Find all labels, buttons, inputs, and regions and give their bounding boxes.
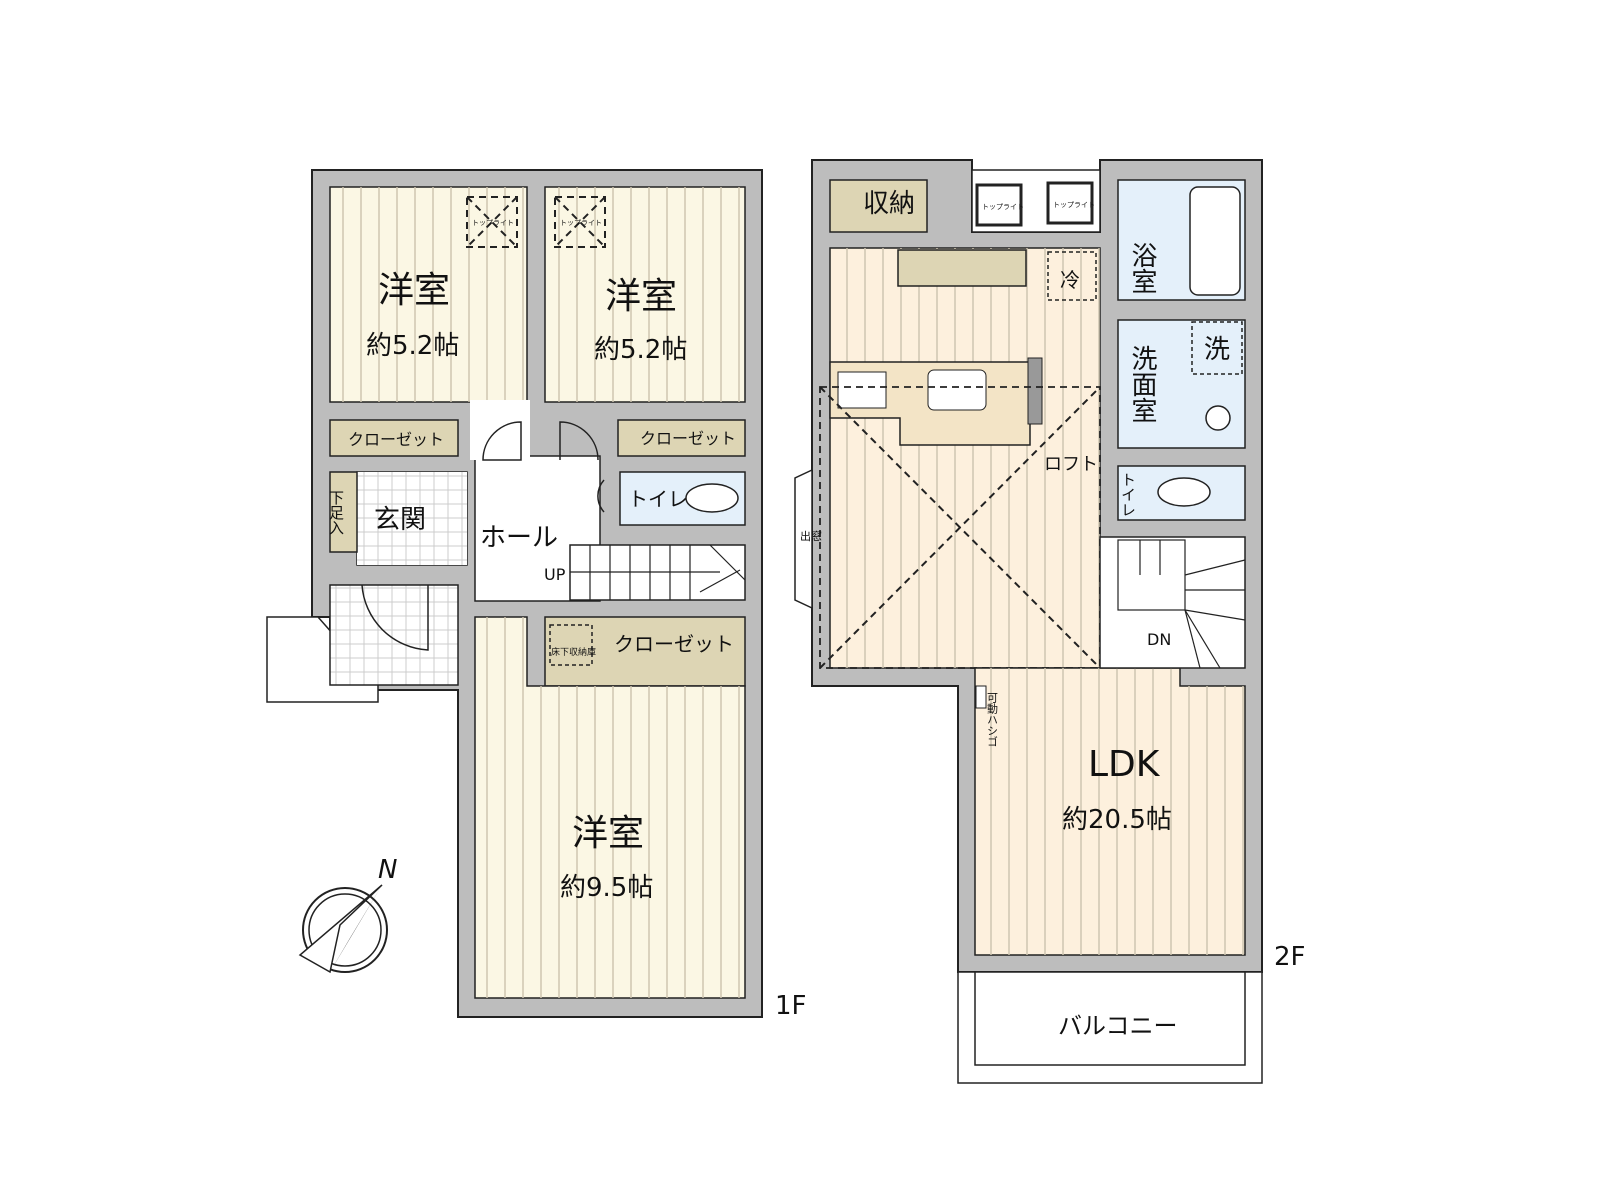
front-door-swing[interactable] <box>361 584 429 651</box>
fridge-space <box>1047 251 1097 301</box>
balcony-inner <box>974 971 1246 1066</box>
closet-label: クローゼット <box>614 632 734 656</box>
loft-x <box>819 386 1101 669</box>
washer-space <box>1191 321 1243 375</box>
balcony-label: バルコニー <box>1058 1012 1178 1040</box>
flooring <box>475 617 745 998</box>
toplight-label: トップライト <box>472 219 514 227</box>
shoe-storage-label: 下足入 <box>327 490 345 535</box>
ladder-label: 可動ハシゴ <box>986 692 999 747</box>
hall-label: ホール <box>480 523 558 553</box>
toplight-2f-1 <box>975 183 1023 227</box>
toplight-1f-2 <box>554 196 606 248</box>
floor-2f: トップライト トップライト 収納 冷 ロフト 出窓 浴室 洗 洗面室 トイレ <box>794 159 1306 1084</box>
room-size: 約5.2帖 <box>366 331 459 361</box>
stairs-up-label: UP <box>544 565 566 584</box>
compass: N <box>298 855 397 974</box>
sink-icon <box>927 369 987 411</box>
floor-label-2f: 2F <box>1274 942 1306 972</box>
room-name: 洋室 <box>378 270 450 311</box>
toilet-1f <box>619 471 746 526</box>
toilet-label: トイレ <box>628 487 688 511</box>
toplight-2f-2 <box>1046 181 1094 225</box>
entrance-label: 玄関 <box>374 505 426 535</box>
compass-north-label: N <box>378 855 397 885</box>
stove-icon <box>837 371 887 409</box>
washbasin-icon <box>1205 405 1231 431</box>
entry-porch-tile <box>329 584 459 686</box>
hall-extension <box>470 400 530 460</box>
room-name: 洋室 <box>605 276 677 317</box>
stair-treads <box>570 544 746 600</box>
entrance-tile <box>357 472 467 565</box>
ldk-size: 約20.5帖 <box>1062 805 1172 835</box>
door-swing <box>559 421 599 461</box>
washroom-label: 洗面室 <box>1127 345 1157 423</box>
closet-label: クローゼット <box>348 430 444 449</box>
toilet-label: トイレ <box>1119 472 1137 517</box>
bay-window-label: 出窓 <box>800 529 822 543</box>
closet-1 <box>329 419 459 457</box>
floor-label-1f: 1F <box>775 991 807 1021</box>
stairs-2f[interactable] <box>1099 536 1246 669</box>
underfloor-storage-label: 床下収納庫 <box>551 646 596 658</box>
loft-outline <box>819 386 1101 669</box>
fridge-label: 冷 <box>1060 268 1080 292</box>
kitchen-shelf <box>897 249 1027 287</box>
flooring <box>830 248 1100 668</box>
bathtub-icon <box>1189 186 1241 296</box>
loft-label: ロフト <box>1044 454 1098 475</box>
floor-1f: トップライト 洋室 約5.2帖 トップライト 洋室 約5.2帖 クローゼット ク… <box>266 169 807 1021</box>
door-swing <box>597 479 605 513</box>
compass-needle-icon <box>330 885 382 972</box>
closet-3 <box>544 616 746 687</box>
stairs-down-label: DN <box>1147 630 1171 649</box>
door-swing <box>482 421 522 461</box>
toilet-bowl-icon <box>1157 477 1211 507</box>
toplight-1f-1 <box>466 196 518 248</box>
counter-partition <box>1027 357 1043 425</box>
bay-window <box>794 468 813 610</box>
ladder-hook <box>975 685 987 709</box>
toplight-label: トップライト <box>1053 201 1095 209</box>
closet-label: クローゼット <box>640 429 736 448</box>
compass-ring-inner <box>308 893 382 967</box>
bath-label: 浴室 <box>1127 242 1157 294</box>
underfloor-storage <box>549 624 593 666</box>
shoe-storage <box>329 471 358 553</box>
washer-label: 洗 <box>1204 335 1230 365</box>
storage-label: 収納 <box>863 189 915 219</box>
toplight-label: トップライト <box>560 219 602 227</box>
stair-treads <box>1117 539 1246 669</box>
room-name: 洋室 <box>572 813 644 854</box>
closet-2 <box>617 419 746 457</box>
room-size: 約5.2帖 <box>594 335 687 365</box>
compass-ring <box>302 887 388 973</box>
storage-2f <box>829 179 928 233</box>
flooring <box>975 668 1245 955</box>
ldk-name: LDK <box>1088 744 1161 785</box>
toilet-bowl-icon <box>685 483 739 513</box>
toplight-label: トップライト <box>982 203 1024 211</box>
room-size: 約9.5帖 <box>560 873 653 903</box>
compass-needle-outline <box>298 884 383 974</box>
